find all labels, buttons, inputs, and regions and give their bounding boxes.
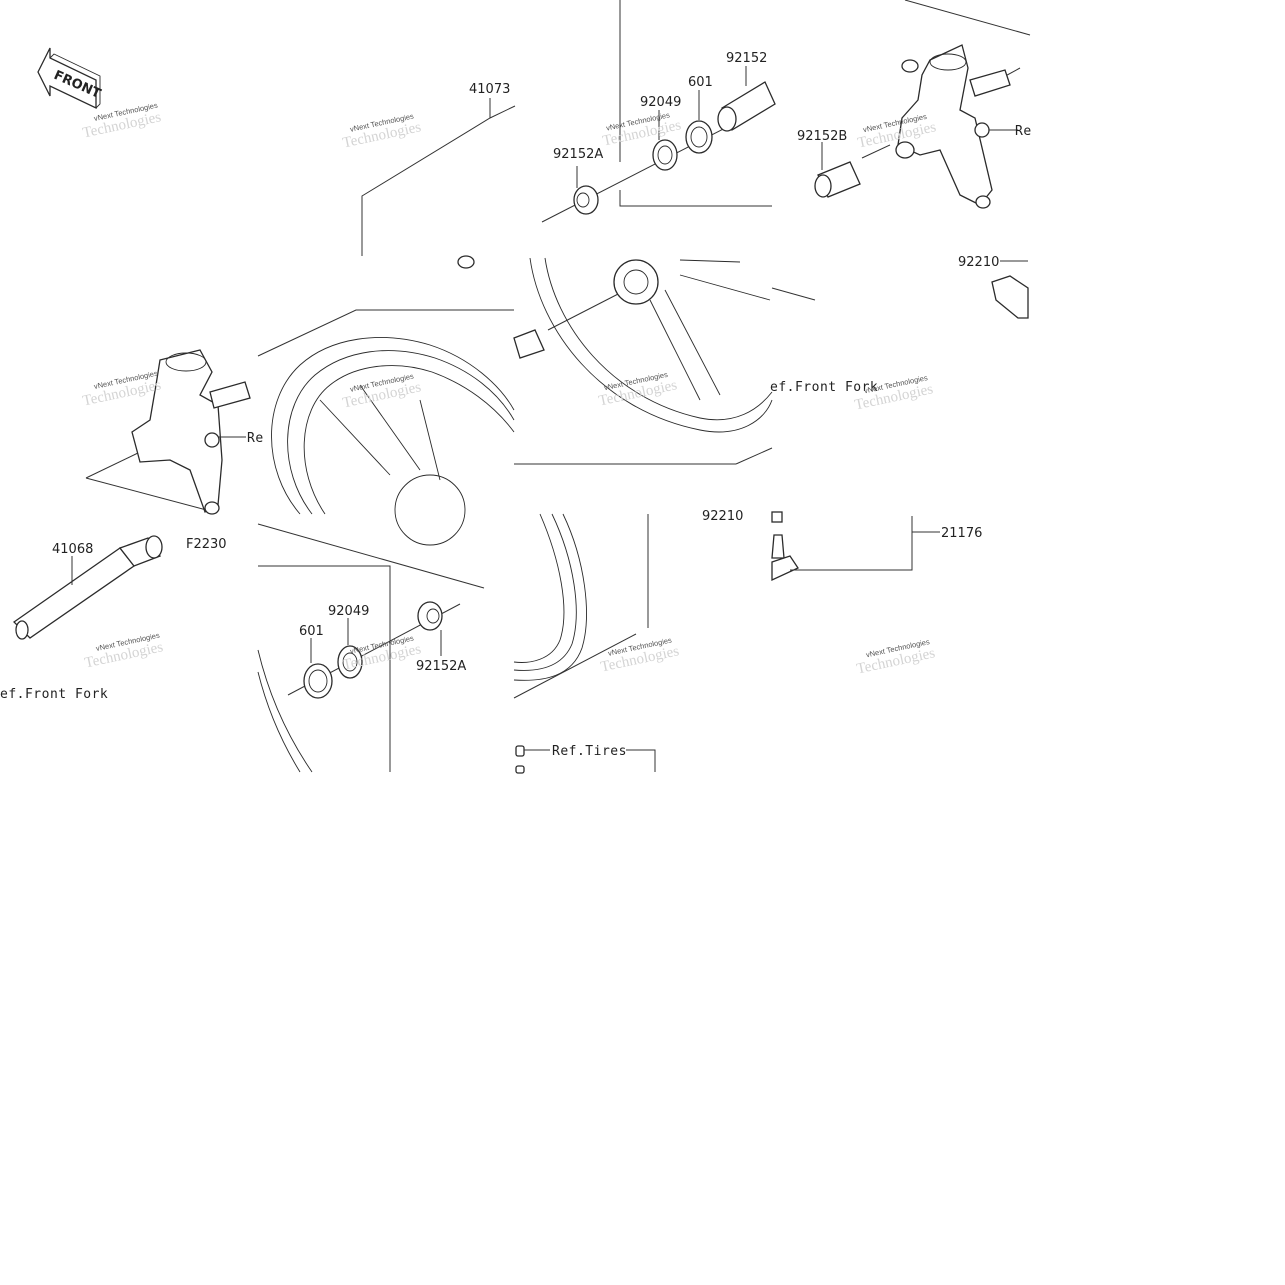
label-92152a-upper: 92152A [553,147,603,162]
valve-21176-icon [771,511,940,582]
collar-92152b-icon [814,161,861,198]
watermark-8: Technologies vNext Technologies [853,373,935,413]
watermark-5: Technologies vNext Technologies [81,369,163,410]
collar-92152a-upper-icon [573,185,599,215]
label-92152: 92152 [726,51,767,66]
ref-front-fork-left: ef.Front Fork [0,687,108,702]
label-f2230: F2230 [186,537,227,552]
collar-92152a-lower-icon [417,601,443,631]
fork-bracket-left [85,349,251,515]
lower-assembly [257,523,485,773]
front-arrow-icon: FRONT [37,47,103,110]
label-601-lower: 601 [299,624,324,639]
watermark-12: Technologies vNext Technologies [855,637,937,677]
label-92152a-lower: 92152A [416,659,466,674]
bearing-601-upper-icon [685,120,713,154]
watermark-9: Technologies vNext Technologies [83,631,165,672]
watermark-11: Technologies vNext Technologies [599,635,681,675]
label-41068: 41068 [52,542,93,557]
seal-92049-upper-icon [652,139,678,171]
collar-92152-icon [717,81,776,132]
label-ref-upper-right: Re [1015,124,1032,139]
label-601-upper: 601 [688,75,713,90]
fork-bracket-right [814,0,1031,319]
watermark-6: Technologies vNext Technologies [341,371,423,411]
wheel-rim-lower [513,513,656,774]
label-21176: 21176 [941,526,982,541]
wheel-upper [257,255,515,546]
label-92210: 92210 [958,255,999,270]
upper-assembly [361,0,776,256]
watermark-7: Technologies vNext Technologies [597,370,679,410]
ref-front-fork-mid: ef.Front Fork [770,380,878,395]
watermark-2: Technologies vNext Technologies [341,111,423,151]
label-ref-left-fork: Re [247,431,264,446]
watermark-10: Technologies vNext Technologies [341,633,423,673]
label-92049-upper: 92049 [640,95,681,110]
label-92049-lower: 92049 [328,604,369,619]
seal-92049-lower-icon [337,645,363,679]
wheel-hub-upper [513,257,816,465]
label-41073: 41073 [469,82,510,97]
ref-tires: Ref.Tires [552,744,627,759]
label-cut-92210: 92210 [702,509,743,524]
front-axle-41068-icon [12,535,163,640]
bearing-601-lower-icon [303,663,333,699]
label-92152b: 92152B [797,129,847,144]
